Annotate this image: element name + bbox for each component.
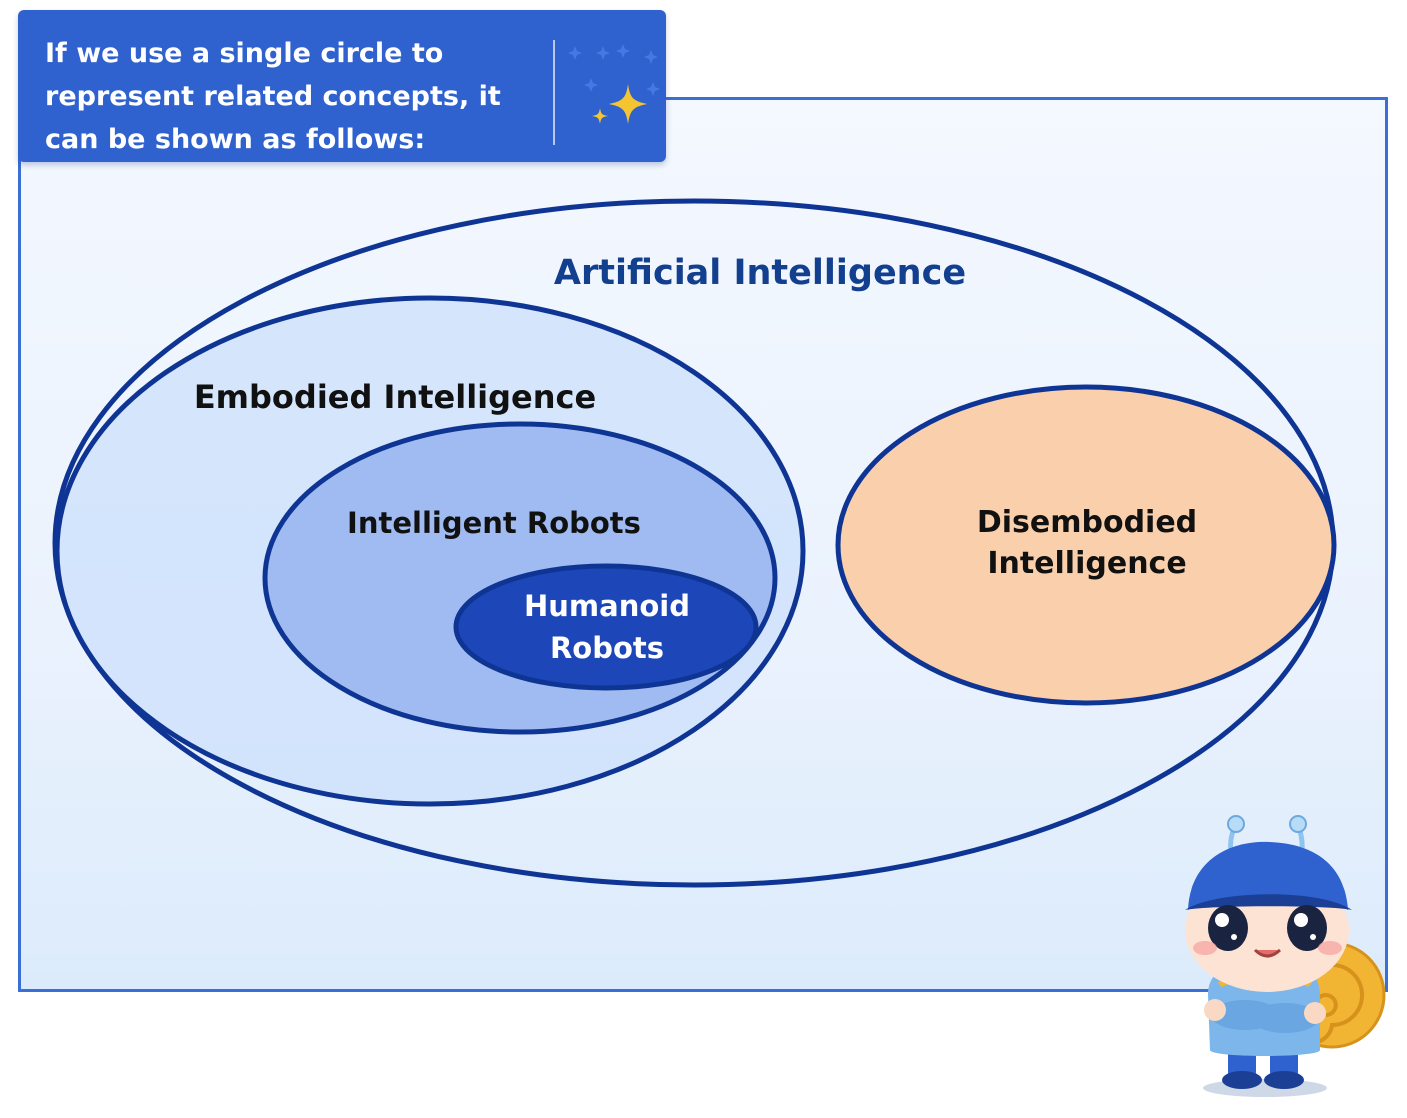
disembodied-intelligence-ellipse [835,384,1337,706]
humanoid-label-line2: Robots [550,631,664,665]
caption-banner: If we use a single circle to represent r… [18,10,666,162]
sparkle-icon [568,44,660,124]
disembodied-label-line1: Disembodied [977,505,1197,540]
humanoid-robots-ellipse [453,563,759,691]
intelligent-robots-label: Intelligent Robots [347,506,641,540]
banner-text: If we use a single circle to represent r… [45,38,501,155]
mascot-snail-character [1185,815,1386,1097]
banner-divider [553,40,555,145]
disembodied-label-line2: Intelligence [987,546,1186,581]
embodied-intelligence-label: Embodied Intelligence [194,378,596,416]
artificial-intelligence-label: Artificial Intelligence [554,253,966,293]
humanoid-label-line1: Humanoid [524,589,690,623]
